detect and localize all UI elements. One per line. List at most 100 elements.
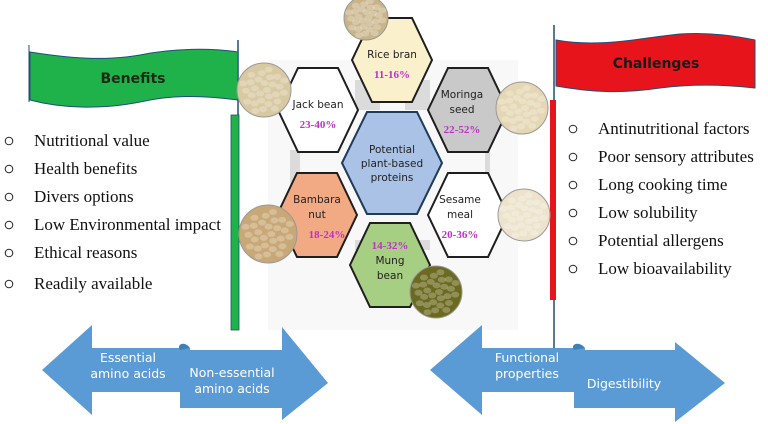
list-item: Divers options	[34, 187, 134, 206]
seed-texture	[539, 203, 548, 210]
seed-texture	[436, 269, 445, 276]
bullet-icon	[568, 180, 578, 190]
seed-texture	[254, 76, 263, 83]
protein-range: 22-52%	[444, 124, 481, 136]
list-item: Poor sensory attributes	[598, 147, 754, 166]
seed-texture	[264, 93, 273, 100]
seed-texture	[371, 18, 380, 25]
seed-texture	[243, 98, 252, 105]
seed-texture	[264, 223, 273, 230]
seed-texture	[532, 101, 541, 108]
seed-texture	[268, 208, 277, 215]
protein-range: 14-32%	[372, 240, 409, 252]
benefits-flag: Benefits	[28, 40, 240, 331]
seed-texture	[357, 6, 366, 13]
seed-texture	[451, 280, 460, 287]
seed-texture	[517, 195, 526, 202]
protein-photo	[343, 0, 389, 41]
seed-texture	[426, 278, 435, 285]
seed-texture	[372, 24, 381, 31]
seed-texture	[264, 101, 273, 108]
protein-photo	[236, 62, 292, 118]
seed-texture	[514, 108, 523, 115]
bullet-icon	[568, 124, 578, 134]
protein-name-line2: nut	[308, 209, 325, 221]
seed-texture	[372, 4, 381, 11]
protein-photo	[497, 188, 551, 242]
seed-texture	[254, 229, 263, 236]
seed-texture	[268, 81, 277, 88]
list-item: Long cooking time	[598, 175, 727, 194]
seed-texture	[354, 32, 363, 39]
seed-texture	[509, 125, 518, 132]
seed-texture	[522, 118, 531, 125]
seed-texture	[250, 214, 259, 221]
protein-name: Moringa	[441, 89, 483, 101]
seed-texture	[518, 98, 527, 105]
protein-range: 11-16%	[374, 69, 410, 81]
seed-texture	[525, 199, 534, 206]
seed-texture	[278, 216, 287, 223]
seed-texture	[257, 97, 266, 104]
seed-texture	[364, 15, 373, 21]
seed-texture	[522, 85, 531, 92]
protein-photo	[238, 204, 298, 264]
seed-texture	[436, 295, 445, 302]
seed-texture	[258, 219, 267, 226]
seed-texture	[520, 205, 529, 212]
seed-texture	[531, 216, 540, 223]
list-item: Readily available	[34, 274, 152, 293]
seed-texture	[362, 9, 371, 16]
seed-texture	[511, 232, 520, 239]
seed-texture	[347, 15, 356, 22]
list-item: Low solubility	[598, 203, 698, 222]
seed-texture	[511, 210, 520, 217]
seed-texture	[429, 272, 438, 279]
seed-texture	[263, 251, 272, 258]
seed-texture	[509, 103, 518, 110]
list-item: Low bioavailability	[598, 259, 732, 278]
protein-name-line2: bean	[377, 270, 403, 282]
seed-texture	[279, 89, 288, 96]
seed-texture	[429, 299, 438, 306]
seed-texture	[443, 293, 452, 300]
seed-texture	[510, 225, 519, 232]
seed-texture	[532, 222, 541, 229]
seed-texture	[253, 245, 262, 252]
seed-texture	[419, 274, 428, 281]
seed-texture	[514, 201, 523, 208]
list-item: Antinutritional factors	[598, 119, 750, 138]
list-item: Ethical reasons	[34, 243, 137, 262]
protein-name: Sesame	[439, 194, 481, 206]
bullet-icon	[568, 236, 578, 246]
arrow-digestibility: Digestibility	[572, 342, 725, 422]
seed-texture	[241, 87, 250, 94]
seed-texture	[370, 30, 379, 37]
seed-texture	[247, 71, 256, 78]
challenges-title: Challenges	[613, 56, 700, 72]
seed-texture	[537, 96, 546, 103]
seed-texture	[530, 92, 539, 99]
seed-texture	[437, 276, 446, 283]
seed-texture	[268, 246, 277, 253]
arrow-non-essential: Non-essential amino acids	[178, 327, 328, 420]
seed-texture	[515, 88, 524, 95]
protein-name: Jack bean	[292, 99, 344, 111]
arrow-essential-line2: amino acids	[90, 366, 165, 381]
bullet-icon	[4, 164, 14, 174]
seed-texture	[517, 123, 526, 130]
seed-texture	[530, 229, 539, 236]
seed-texture	[537, 107, 546, 114]
protein-photo	[495, 81, 549, 135]
seed-texture	[259, 234, 268, 241]
arrow-essential-line1: Essential	[100, 350, 156, 365]
seed-texture	[507, 204, 516, 211]
seed-texture	[239, 80, 248, 87]
protein-hexagon	[348, 222, 432, 308]
seed-texture	[451, 291, 460, 298]
seed-texture	[245, 243, 254, 250]
seed-texture	[501, 116, 510, 123]
seed-texture	[524, 225, 533, 232]
seed-texture	[499, 205, 508, 212]
